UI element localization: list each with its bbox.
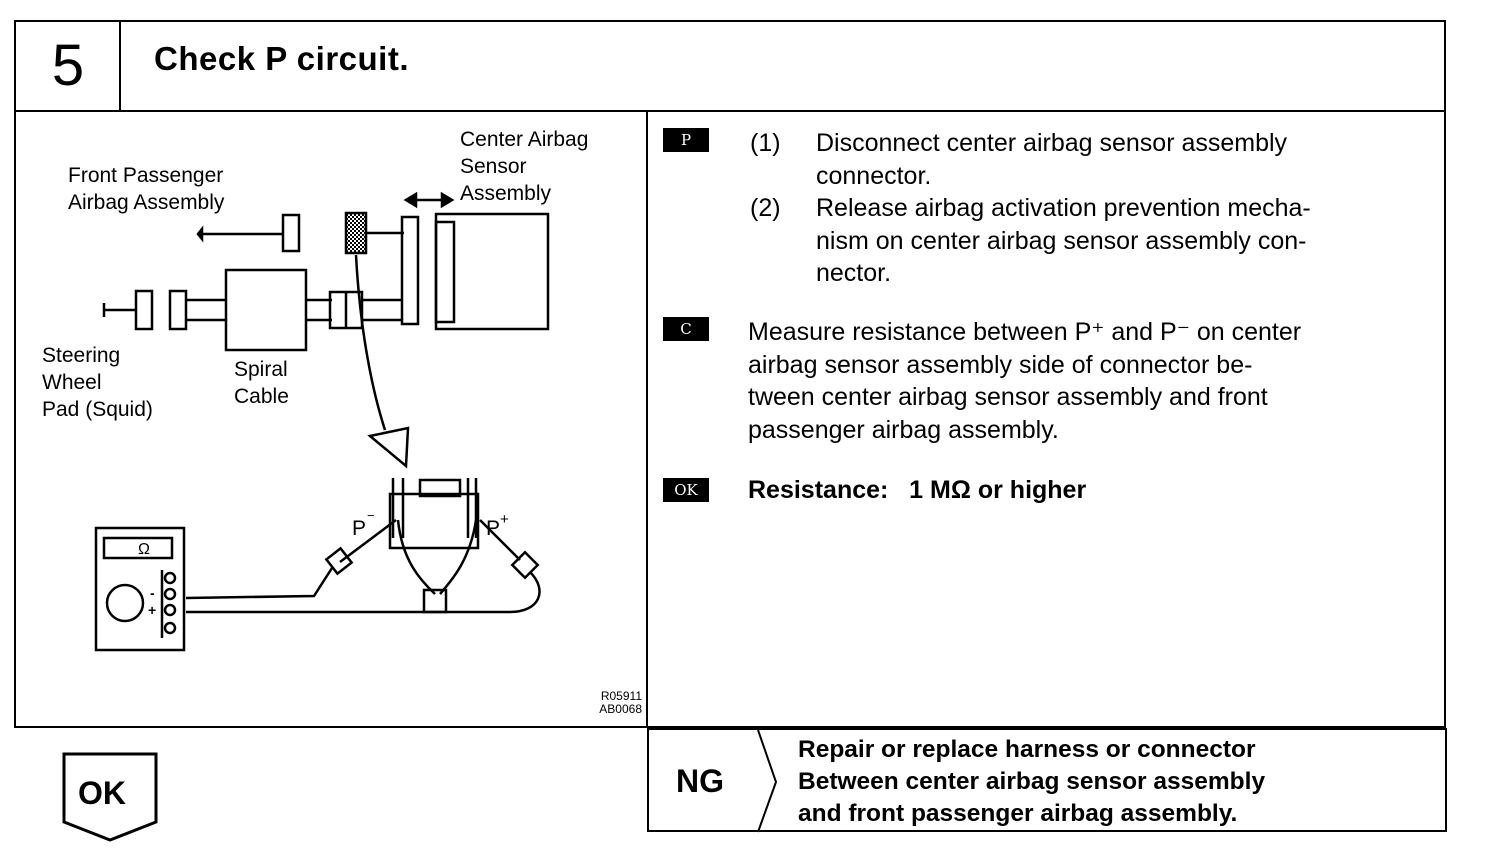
step1-number: (1) [750,129,781,157]
svg-text:-: - [150,585,155,601]
ng-action-text: Repair or replace harness or connector B… [798,736,1266,827]
step1-text: Disconnect center airbag sensor assembly… [816,129,1288,190]
ohm-symbol: Ω [138,541,150,558]
ok-result-label: OK [78,775,126,811]
squib-connector [102,303,136,317]
resistance-spec: Resistance: 1 MΩ or higher [748,476,1087,504]
probe-plus [186,519,541,614]
prep-tag: P [663,128,709,152]
label-steering-wheel: Steering Wheel Pad (Squid) [42,344,153,421]
ok-tag: OK [663,478,709,502]
ohmmeter [94,526,186,652]
step2-number: (2) [750,194,781,222]
front-passenger-connector [196,225,284,243]
p-plus-label: P [486,517,500,540]
svg-text:+: + [500,511,509,528]
step2-text: Release airbag activation prevention mec… [816,194,1311,287]
check-tag: C [663,317,709,341]
figure-code: R05911 AB0068 [599,689,642,716]
p-minus-label: P [352,517,366,540]
check-text: Measure resistance between P⁺ and P⁻ on … [748,318,1302,444]
probe-minus [185,519,397,600]
label-spiral-cable: Spiral Cable [234,358,289,408]
zoom-arrow [354,254,387,431]
step-number-divider [119,20,121,111]
column-divider [646,111,648,728]
step-number: 5 [51,33,85,98]
connector-closeup [388,492,480,550]
ng-result-box [647,728,1447,832]
svg-text:−: − [367,508,375,523]
label-center-sensor: Center Airbag Sensor Assembly [460,128,589,205]
ng-result-label: NG [676,763,724,799]
step-title: Check P circuit. [154,40,410,77]
sensor-connector-bar [400,215,420,326]
label-front-passenger: Front Passenger Airbag Assembly [68,164,225,214]
svg-text:+: + [148,602,156,618]
procedure-frame [14,20,1446,728]
front-passenger-plug [281,213,301,253]
header-divider [14,110,1446,112]
spiral-cable-box [224,268,308,352]
